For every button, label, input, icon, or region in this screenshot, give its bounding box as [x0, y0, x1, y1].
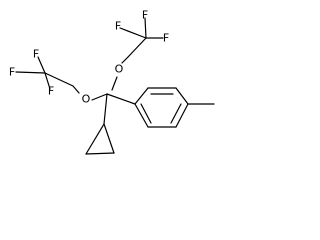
bond-cf3-ch2-right [127, 37, 147, 58]
bond-center-phenyl [106, 93, 136, 105]
bond-ring-6 [134, 103, 149, 128]
atom-labels: F F F O F F F O [9, 9, 169, 106]
bond-ring-1 [134, 87, 149, 105]
bond-cf3-f4 [15, 71, 46, 74]
atom-label-o1: O [115, 63, 124, 76]
bond-cf3-f1 [119, 27, 147, 39]
bond-ch2-o-left [72, 85, 80, 94]
bond-cyclopropyl-c [85, 152, 115, 155]
bond-cf3-f3 [144, 17, 147, 39]
bond-ring-inner-2 [170, 103, 182, 124]
atom-label-f3: F [142, 9, 148, 22]
bond-cyclopropyl-b [103, 123, 115, 154]
bond-center-cyclopropyl [103, 93, 108, 125]
bond-o-center-left [91, 93, 108, 101]
bond-cf3-f5 [37, 56, 46, 74]
atom-label-f6: F [48, 85, 54, 98]
atom-label-f5: F [33, 48, 39, 61]
bond-cyclopropyl-a [85, 123, 105, 155]
atom-label-f4: F [9, 66, 15, 79]
chemical-structure: F F F O F F F O [9, 9, 215, 155]
atom-label-f1: F [115, 20, 121, 33]
bond-cf3-ch2-left [44, 72, 74, 87]
bond-o-center-right [111, 76, 118, 91]
bond-ring-4 [175, 103, 189, 128]
atom-label-o2: O [82, 93, 91, 106]
atom-label-f2: F [163, 32, 169, 45]
bond-ring-inner-3 [140, 103, 152, 124]
bond-ring-3 [175, 87, 189, 105]
bond-ch2-o-right [121, 56, 129, 64]
bonds [15, 17, 215, 155]
bond-cf3-f6 [44, 72, 51, 90]
